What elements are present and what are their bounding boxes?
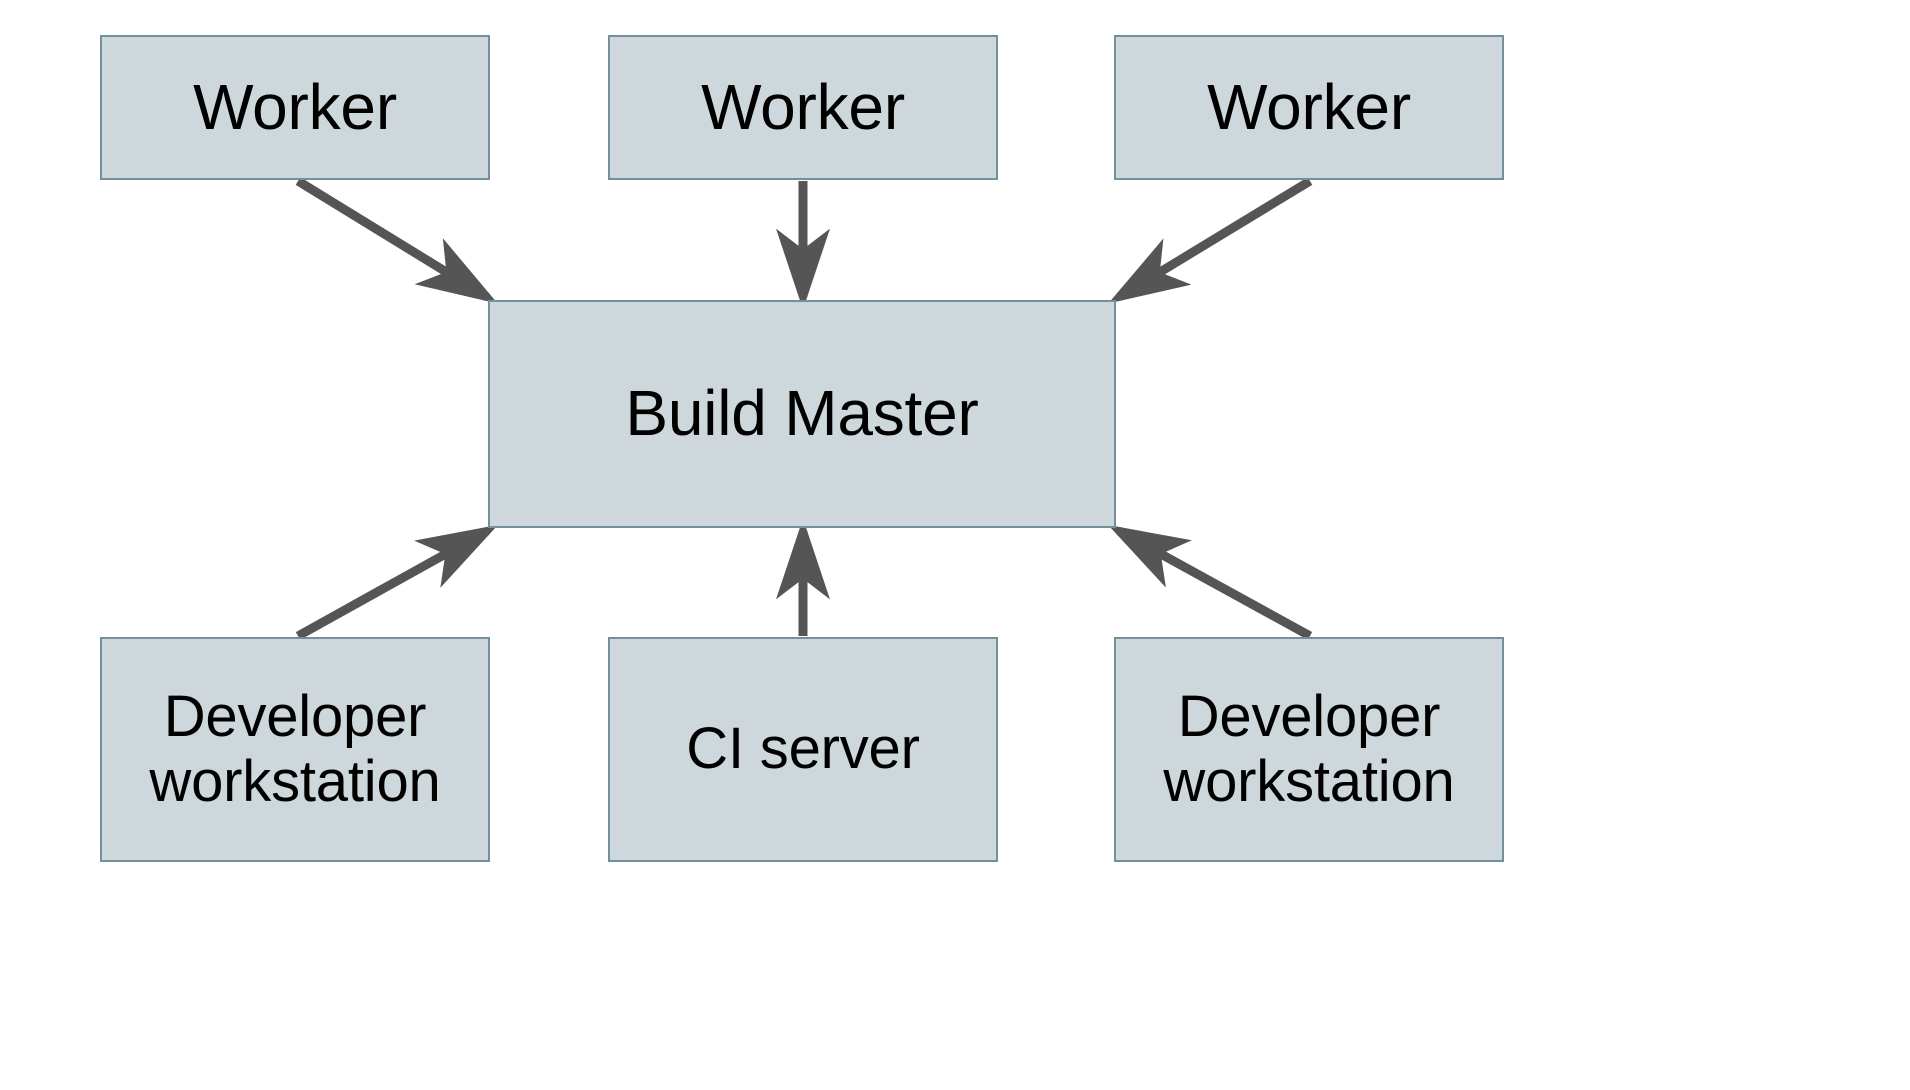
- edge-worker-1-to-master: [295, 177, 498, 304]
- node-developer-workstation-1-label: Developer workstation: [149, 683, 441, 814]
- node-worker-1[interactable]: Worker: [100, 35, 490, 180]
- node-worker-3-label: Worker: [1207, 70, 1411, 143]
- node-build-master[interactable]: Build Master: [488, 300, 1116, 528]
- node-build-master-label: Build Master: [625, 377, 979, 450]
- node-developer-workstation-2[interactable]: Developer workstation: [1114, 637, 1504, 862]
- node-worker-1-label: Worker: [193, 70, 397, 143]
- edge-dev-ws-2-to-master: [1107, 524, 1313, 640]
- node-developer-workstation-2-label: Developer workstation: [1163, 683, 1455, 814]
- node-ci-server-label: CI server: [686, 716, 920, 782]
- node-worker-2[interactable]: Worker: [608, 35, 998, 180]
- node-worker-3[interactable]: Worker: [1114, 35, 1504, 180]
- node-worker-2-label: Worker: [701, 70, 905, 143]
- edge-worker-3-to-master: [1108, 177, 1313, 304]
- node-developer-workstation-1[interactable]: Developer workstation: [100, 637, 490, 862]
- node-ci-server[interactable]: CI server: [608, 637, 998, 862]
- edge-dev-ws-1-to-master: [295, 524, 499, 640]
